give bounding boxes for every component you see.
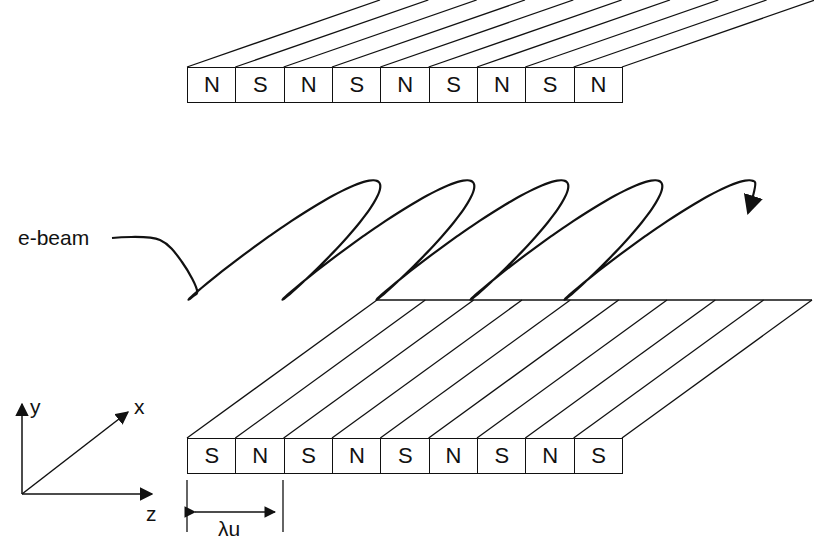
magnet-edge bbox=[332, 0, 525, 67]
pole-label: S bbox=[495, 445, 510, 467]
x-axis bbox=[22, 412, 128, 494]
magnet-edge bbox=[187, 300, 377, 438]
magnet-block: S bbox=[235, 67, 285, 103]
pole-label: N bbox=[397, 74, 413, 96]
magnet-edge bbox=[622, 0, 814, 67]
beam-label: e-beam bbox=[18, 227, 89, 248]
magnet-block: S bbox=[477, 438, 527, 474]
magnet-block: N bbox=[574, 67, 624, 103]
magnet-block: N bbox=[332, 438, 382, 474]
magnet-edge bbox=[429, 0, 622, 67]
pole-label: S bbox=[350, 74, 365, 96]
pole-label: S bbox=[591, 445, 606, 467]
magnet-block: S bbox=[525, 67, 575, 103]
y-axis bbox=[21, 404, 23, 494]
axis-label: y bbox=[30, 396, 41, 417]
beam-path bbox=[112, 180, 755, 299]
magnet-block: S bbox=[429, 67, 479, 103]
pole-label: N bbox=[542, 445, 558, 467]
pole-label: N bbox=[494, 74, 510, 96]
magnet-edge bbox=[477, 300, 667, 438]
pole-label: S bbox=[205, 445, 220, 467]
magnet-edge bbox=[235, 300, 425, 438]
magnet-block: S bbox=[380, 438, 430, 474]
magnet-edge bbox=[622, 300, 812, 438]
pole-label: S bbox=[301, 445, 316, 467]
pole-label: S bbox=[253, 74, 268, 96]
axis-label: z bbox=[146, 503, 157, 524]
magnet-block: S bbox=[284, 438, 334, 474]
magnet-block: N bbox=[187, 67, 237, 103]
dimension-label: λu bbox=[218, 518, 240, 539]
pole-label: N bbox=[301, 74, 317, 96]
magnet-block: S bbox=[187, 438, 237, 474]
magnet-edge bbox=[235, 0, 428, 67]
dimension-arrow bbox=[195, 511, 275, 512]
magnet-edge bbox=[380, 300, 570, 438]
extension-line bbox=[282, 480, 283, 532]
pole-label: N bbox=[591, 74, 607, 96]
magnet-edge bbox=[284, 300, 474, 438]
axis-label: x bbox=[134, 396, 145, 417]
pole-label: S bbox=[543, 74, 558, 96]
axes bbox=[22, 404, 152, 494]
pole-label: N bbox=[204, 74, 220, 96]
magnet-edge bbox=[477, 0, 670, 67]
slab-back-edge bbox=[377, 299, 812, 300]
electron-beam bbox=[112, 180, 755, 299]
magnet-edge bbox=[332, 300, 522, 438]
magnet-block: S bbox=[332, 67, 382, 103]
magnet-block: N bbox=[235, 438, 285, 474]
magnet-edge bbox=[284, 0, 477, 67]
magnet-edge bbox=[380, 0, 573, 67]
magnet-edge bbox=[429, 300, 619, 438]
magnet-edge bbox=[187, 0, 380, 67]
z-axis bbox=[22, 493, 152, 495]
magnet-edge bbox=[574, 300, 764, 438]
magnet-edge bbox=[574, 0, 767, 67]
magnet-edge bbox=[525, 300, 715, 438]
magnet-block: N bbox=[284, 67, 334, 103]
magnet-block: N bbox=[477, 67, 527, 103]
pole-label: N bbox=[349, 445, 365, 467]
extension-line bbox=[186, 480, 187, 532]
magnet-block: N bbox=[380, 67, 430, 103]
magnet-block: S bbox=[574, 438, 624, 474]
magnet-block: N bbox=[429, 438, 479, 474]
magnet-block: N bbox=[525, 438, 575, 474]
pole-label: N bbox=[252, 445, 268, 467]
pole-label: S bbox=[446, 74, 461, 96]
magnet-edge bbox=[525, 0, 718, 67]
magnet-slab bbox=[187, 0, 814, 438]
pole-label: N bbox=[446, 445, 462, 467]
pole-label: S bbox=[398, 445, 413, 467]
